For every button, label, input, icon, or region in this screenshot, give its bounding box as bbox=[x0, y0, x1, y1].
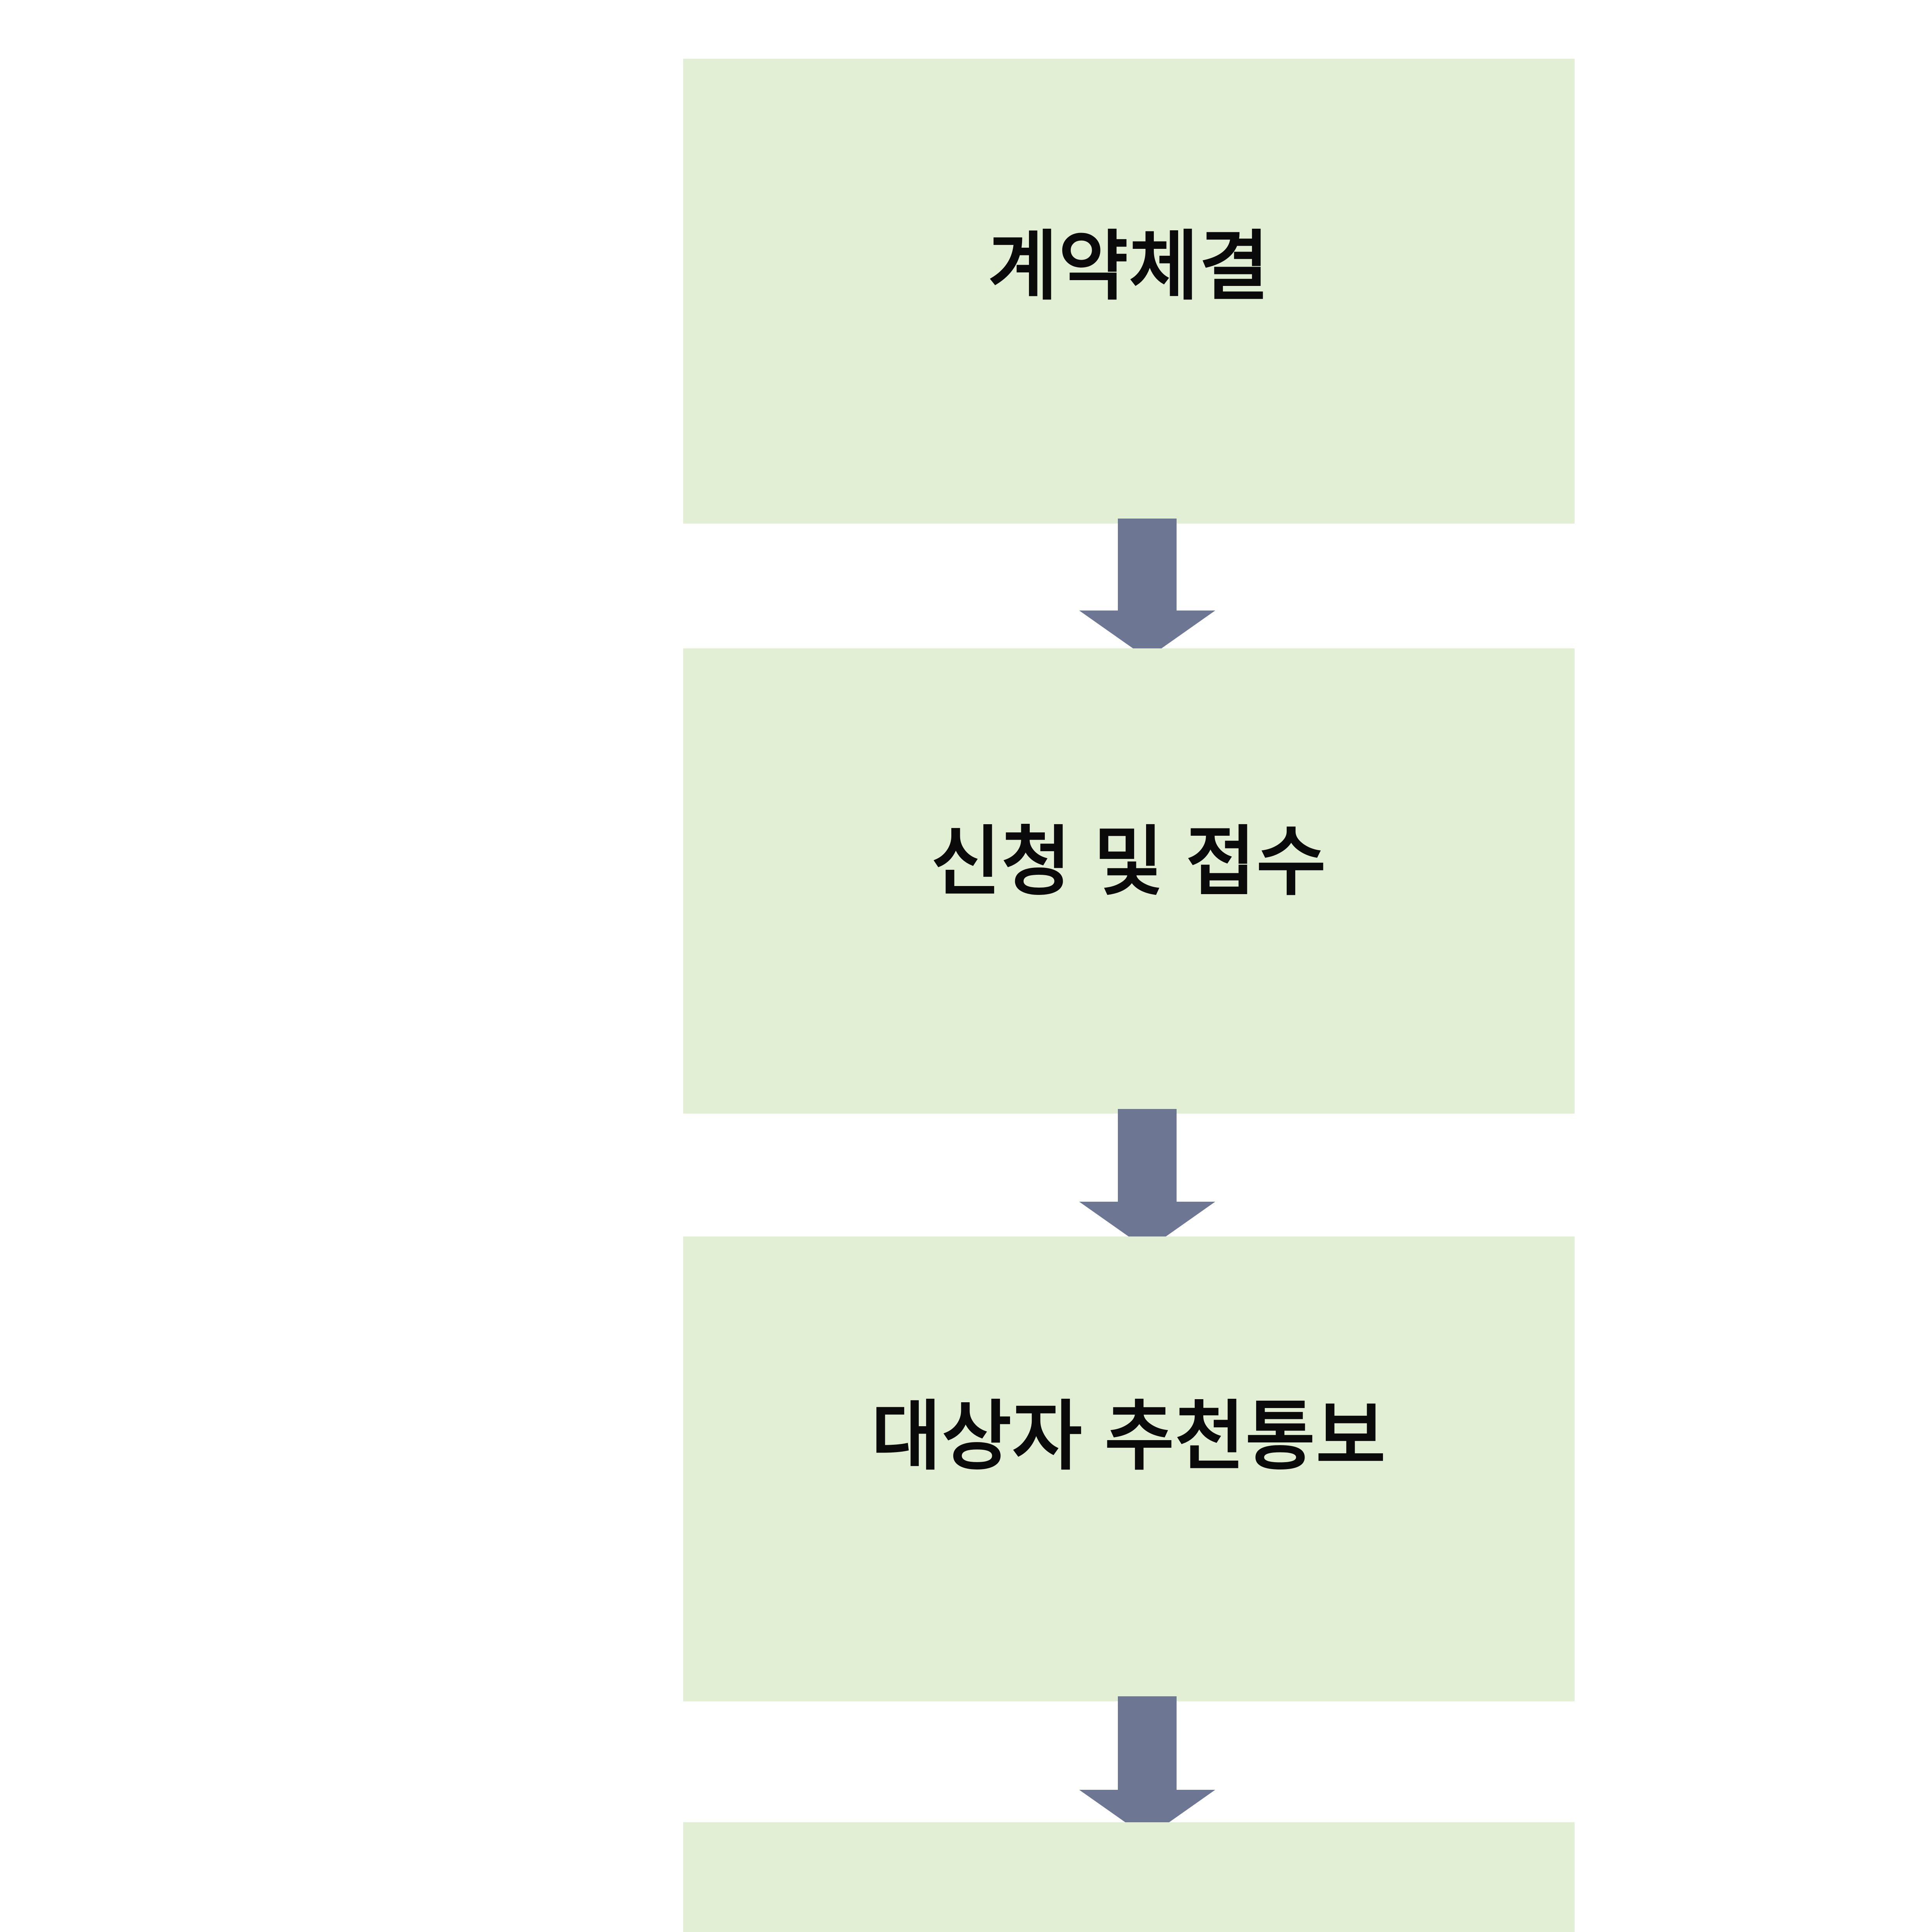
flow-node-contract-conclusion[interactable]: 계약체결 bbox=[683, 59, 1575, 524]
down-arrow-icon bbox=[1079, 1696, 1215, 1838]
down-arrow-icon bbox=[1079, 1109, 1215, 1250]
flow-node-application-and-reception[interactable]: 신청 및 접수 bbox=[683, 648, 1575, 1114]
down-arrow-icon bbox=[1079, 519, 1215, 658]
flow-node-loan-application[interactable]: 대출신청 bbox=[683, 1822, 1575, 1932]
flow-node-recipient-recommendation-notice[interactable]: 대상자 추천통보 bbox=[683, 1236, 1575, 1701]
flow-node-label: 계약체결 bbox=[988, 224, 1270, 309]
flow-node-label: 신청 및 접수 bbox=[931, 820, 1327, 904]
flow-node-label: 대상자 추천통보 bbox=[871, 1394, 1386, 1479]
